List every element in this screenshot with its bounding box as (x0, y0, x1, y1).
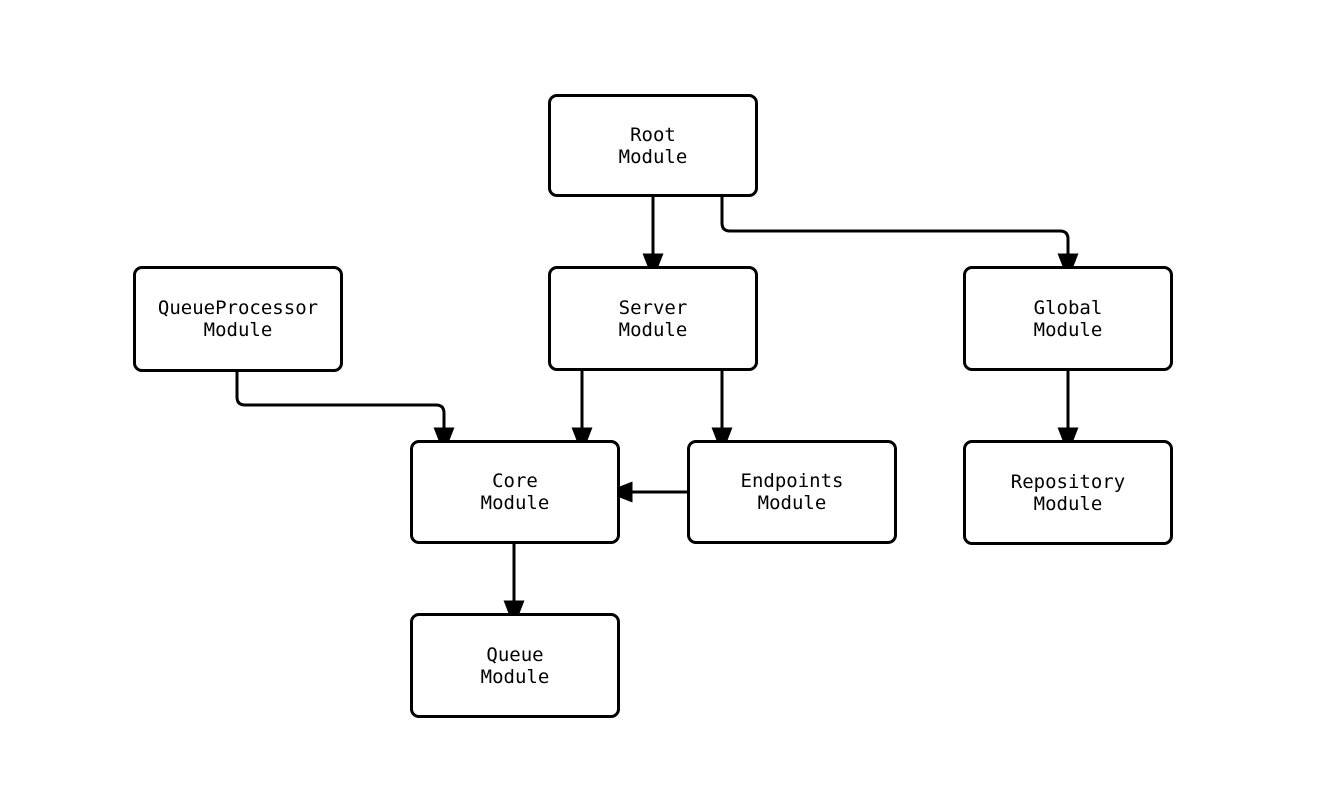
node-repository-module-label-line2: Module (1033, 492, 1103, 515)
node-core-module-label-line1: Core (492, 470, 538, 492)
node-root-module-label-line2: Module (618, 145, 688, 168)
node-root-module-label-line1: Root (630, 123, 676, 146)
node-queue-module-label-line1: Queue (486, 643, 544, 666)
edge-queueprocessor-to-core (235, 372, 455, 455)
node-endpoints-module[interactable]: Endpoints Module (687, 440, 897, 544)
node-server-module-label-line2: Module (618, 318, 688, 341)
node-core-module[interactable]: Core Module (410, 440, 620, 544)
node-server-module-label-line1: Server (618, 296, 688, 319)
node-queue-module[interactable]: Queue Module (410, 613, 620, 718)
node-repository-module[interactable]: Repository Module (963, 440, 1173, 545)
node-endpoints-module-label-line2: Module (757, 492, 827, 514)
node-global-module-label-line2: Module (1033, 318, 1103, 341)
edge-root-to-global (720, 197, 1079, 281)
node-repository-module-label-line1: Repository (1010, 470, 1126, 493)
node-queue-module-label-line2: Module (480, 665, 550, 688)
node-queueprocessor-module[interactable]: QueueProcessor Module (133, 266, 343, 372)
node-queueprocessor-module-label-line1: QueueProcessor (157, 297, 319, 319)
node-endpoints-module-label-line1: Endpoints (740, 470, 844, 492)
node-global-module-label-line1: Global (1033, 296, 1103, 319)
node-queueprocessor-module-label-line2: Module (203, 319, 273, 341)
node-global-module[interactable]: Global Module (963, 266, 1173, 371)
node-server-module[interactable]: Server Module (548, 266, 758, 371)
node-root-module[interactable]: Root Module (548, 94, 758, 197)
node-core-module-label-line2: Module (480, 492, 550, 514)
